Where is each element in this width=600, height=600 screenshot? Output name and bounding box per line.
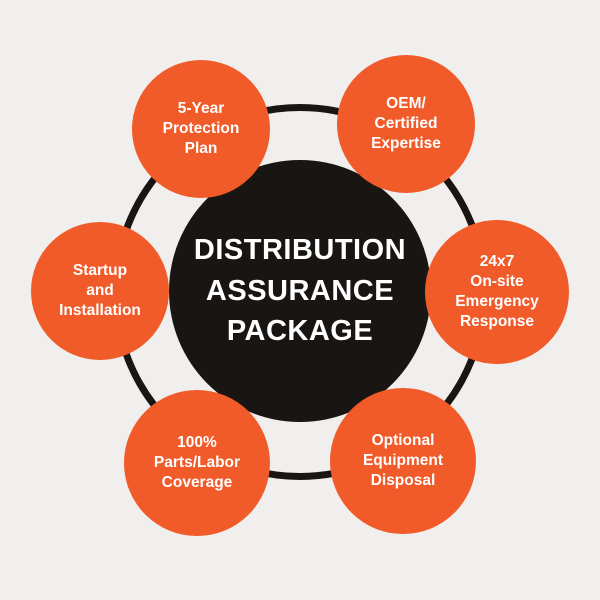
node-parts-labor-coverage-label: 100% Parts/Labor Coverage xyxy=(153,433,241,492)
node-oem-expertise-label: OEM/ Certified Expertise xyxy=(371,94,441,153)
node-emergency-response: 24x7 On-site Emergency Response xyxy=(425,220,569,364)
node-parts-labor-coverage: 100% Parts/Labor Coverage xyxy=(124,390,270,536)
center-circle: DISTRIBUTION ASSURANCE PACKAGE xyxy=(169,160,431,422)
diagram-title: DISTRIBUTION ASSURANCE PACKAGE xyxy=(193,234,407,348)
node-emergency-response-label: 24x7 On-site Emergency Response xyxy=(455,252,539,331)
node-oem-expertise: OEM/ Certified Expertise xyxy=(337,55,475,193)
node-startup-installation-label: Startup and Installation xyxy=(59,261,141,320)
node-equipment-disposal: Optional Equipment Disposal xyxy=(330,388,476,534)
node-protection-plan: 5-Year Protection Plan xyxy=(132,60,270,198)
node-equipment-disposal-label: Optional Equipment Disposal xyxy=(362,431,444,490)
node-protection-plan-label: 5-Year Protection Plan xyxy=(162,99,240,158)
node-startup-installation: Startup and Installation xyxy=(31,222,169,360)
